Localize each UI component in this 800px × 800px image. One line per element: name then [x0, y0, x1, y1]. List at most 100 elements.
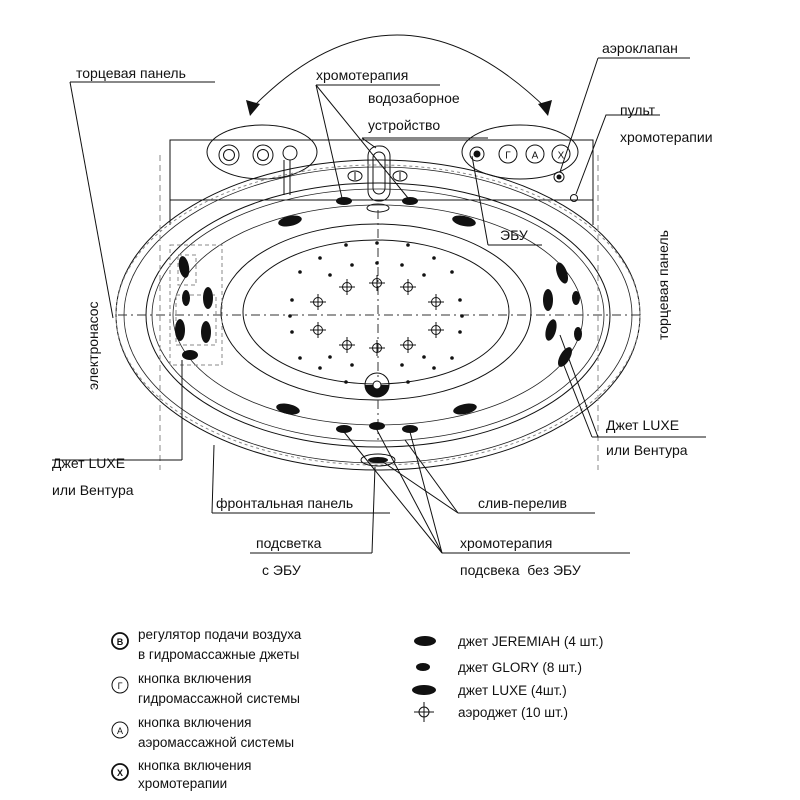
legend-left: В регулятор подачи воздуха в гидромассаж…	[111, 627, 302, 791]
jet-glory	[402, 197, 418, 205]
jet-glory	[182, 290, 190, 306]
basin-dot	[400, 263, 404, 267]
svg-text:Г: Г	[118, 681, 123, 691]
air-valve-fitting	[553, 171, 565, 183]
svg-text:в гидромассажные джеты: в гидромассажные джеты	[138, 647, 299, 662]
legend-luxe-symbol	[412, 685, 436, 695]
air-regulator-1	[218, 144, 240, 166]
drain	[364, 372, 390, 398]
water-intake-device	[366, 145, 391, 213]
arc-arrow-right	[538, 100, 552, 116]
aero-jet	[339, 279, 355, 295]
label-backlight-ecu-2: с ЭБУ	[262, 562, 301, 578]
label-jet-left-2: или Вентура	[52, 482, 134, 498]
label-chromo-remote-2: хромотерапии	[620, 129, 713, 145]
basin-dot	[406, 380, 410, 384]
label-electropump: электронасос	[85, 301, 101, 390]
air-regulator-2	[252, 144, 274, 166]
aero-jet	[428, 322, 444, 338]
basin-dot	[400, 363, 404, 367]
basin-dot	[450, 270, 454, 274]
label-water-intake-2: устройство	[368, 117, 440, 133]
legend-glory-symbol	[416, 663, 430, 671]
jet-jeremiah	[278, 215, 302, 227]
legend-item-hydro-button: Г кнопка включения гидромассажной систем…	[111, 671, 300, 706]
basin-dot	[318, 256, 322, 260]
jet-jeremiah	[453, 403, 477, 415]
jet-glory	[336, 425, 352, 433]
basin-dot	[375, 261, 379, 265]
svg-text:кнопка включения: кнопка включения	[138, 671, 251, 686]
panel-button-aero-glyph: А	[532, 151, 539, 162]
legend-aero-text: аэроджет (10 шт.)	[458, 705, 568, 720]
jet-glory	[574, 327, 582, 341]
jet-luxe	[203, 287, 213, 309]
basin-dot	[458, 298, 462, 302]
basin-dot	[450, 356, 454, 360]
jet-luxe	[201, 321, 211, 343]
basin-dot	[290, 330, 294, 334]
legend-luxe-text: джет LUXE (4шт.)	[458, 683, 567, 698]
label-ecu: ЭБУ	[500, 227, 528, 243]
basin-dot	[422, 273, 426, 277]
arc-arrow-left	[246, 100, 260, 116]
jet-luxe	[555, 262, 569, 284]
aero-jet	[400, 279, 416, 295]
label-chromo-remote-1: пульт	[620, 102, 656, 118]
basin-dot	[298, 270, 302, 274]
jet-luxe	[178, 256, 190, 278]
basin-dot	[460, 314, 464, 318]
aero-jet	[400, 337, 416, 353]
right-control-pod	[461, 124, 579, 180]
jet-luxe	[175, 319, 185, 341]
legend-item-chromo-button: Х кнопка включения хромотерапии	[111, 758, 251, 791]
svg-text:кнопка включения: кнопка включения	[138, 758, 251, 773]
basin-dot	[458, 330, 462, 334]
legend-item-aero-button: А кнопка включения аэромассажной системы	[111, 715, 294, 750]
basin-dot	[328, 273, 332, 277]
left-control-pod	[206, 124, 318, 180]
aero-jet	[339, 337, 355, 353]
basin-dots-group	[288, 241, 464, 384]
label-water-intake-1: водозаборное	[368, 90, 460, 106]
jet-jeremiah	[276, 403, 300, 415]
svg-text:хромотерапии: хромотерапии	[138, 776, 227, 791]
basin-dot	[318, 366, 322, 370]
jet-luxe	[543, 289, 553, 311]
basin-dot	[350, 263, 354, 267]
label-air-valve: аэроклапан	[602, 40, 678, 56]
label-front-panel: фронтальная панель	[216, 495, 353, 511]
panel-button-hydro-glyph: Г	[505, 151, 511, 162]
label-chromo-bottom-1: хромотерапия	[460, 535, 552, 551]
jet-jeremiah	[452, 215, 476, 227]
basin-dot	[344, 380, 348, 384]
jet-glory	[369, 422, 385, 430]
label-jet-right-2: или Вентура	[606, 442, 688, 458]
label-overflow: слив-перелив	[478, 495, 567, 511]
legend-jeremiah-text: джет JEREMIAH (4 шт.)	[458, 634, 603, 649]
basin-dot	[422, 355, 426, 359]
air-button-v	[469, 146, 485, 162]
panel-button-chromo: Х	[551, 144, 571, 164]
jet-glory	[336, 197, 352, 205]
basin-dot	[432, 366, 436, 370]
svg-text:кнопка включения: кнопка включения	[138, 715, 251, 730]
panel-button-chromo-glyph: Х	[558, 151, 565, 162]
basin-dot	[328, 355, 332, 359]
jet-luxe	[558, 347, 572, 367]
svg-text:В: В	[117, 637, 124, 647]
aero-jet	[369, 340, 385, 356]
svg-text:А: А	[117, 726, 123, 736]
basin-dot	[350, 363, 354, 367]
jet-luxe-base	[182, 350, 198, 360]
label-chromo-bottom-2: подсвека без ЭБУ	[460, 562, 581, 578]
aero-jet	[428, 294, 444, 310]
basin-dot	[406, 243, 410, 247]
jet-luxe	[545, 319, 557, 341]
chromo-lamp-top-left	[347, 170, 363, 182]
aero-jet	[310, 322, 326, 338]
jet-glory	[402, 425, 418, 433]
jet-glory	[572, 291, 580, 305]
basin-dot	[298, 356, 302, 360]
